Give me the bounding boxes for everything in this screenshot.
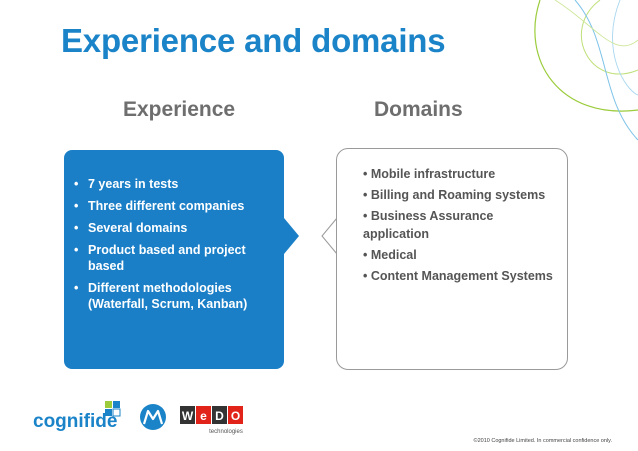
domains-list: • Mobile infrastructure • Billing and Ro… [363,165,557,285]
domains-box: • Mobile infrastructure • Billing and Ro… [336,148,568,370]
wedo-logo: W e D O technologies [180,406,243,435]
domain-item: • Mobile infrastructure [363,167,496,181]
domain-item: • Content Management Systems [363,269,553,283]
swirl-line-blue-1 [574,0,638,141]
experience-item: Three different companies [72,198,274,214]
swirl-line-green-2 [581,0,638,75]
wedo-letter: e [200,409,207,423]
wedo-sub-text: technologies [209,429,243,435]
cognifide-logo-text: cognifide [33,411,117,432]
experience-box: 7 years in tests Three different compani… [64,150,284,369]
connector-arrow-outline [321,217,338,255]
slide-title: Experience and domains [61,22,446,59]
domain-item: • Business Assurance application [363,209,494,241]
cognifide-logo: cognifide [33,401,121,432]
wedo-letter: D [215,409,224,423]
experience-list: 7 years in tests Three different compani… [72,176,274,312]
wedo-letter: O [231,409,240,423]
experience-item: Product based and project based [72,242,274,274]
copyright-text: ©2010 Cognifide Limited. In commercial c… [473,438,612,444]
swirl-line-green-3 [554,0,638,47]
logo-strip: cognifide W e D O technologies [33,401,243,435]
experience-item: 7 years in tests [72,176,274,192]
domain-item: • Billing and Roaming systems [363,188,546,202]
experience-item: Several domains [72,220,274,236]
connector-arrow-shape [284,218,299,254]
domains-heading: Domains [374,98,463,121]
wedo-letter: W [182,409,194,423]
swirl-line-green-1 [534,0,638,112]
domain-item: • Medical [363,248,417,262]
experience-heading: Experience [123,98,236,121]
experience-item: Different methodologies (Waterfall, Scru… [72,280,274,312]
swirl-line-blue-2 [612,0,638,96]
motorola-logo [140,404,166,430]
